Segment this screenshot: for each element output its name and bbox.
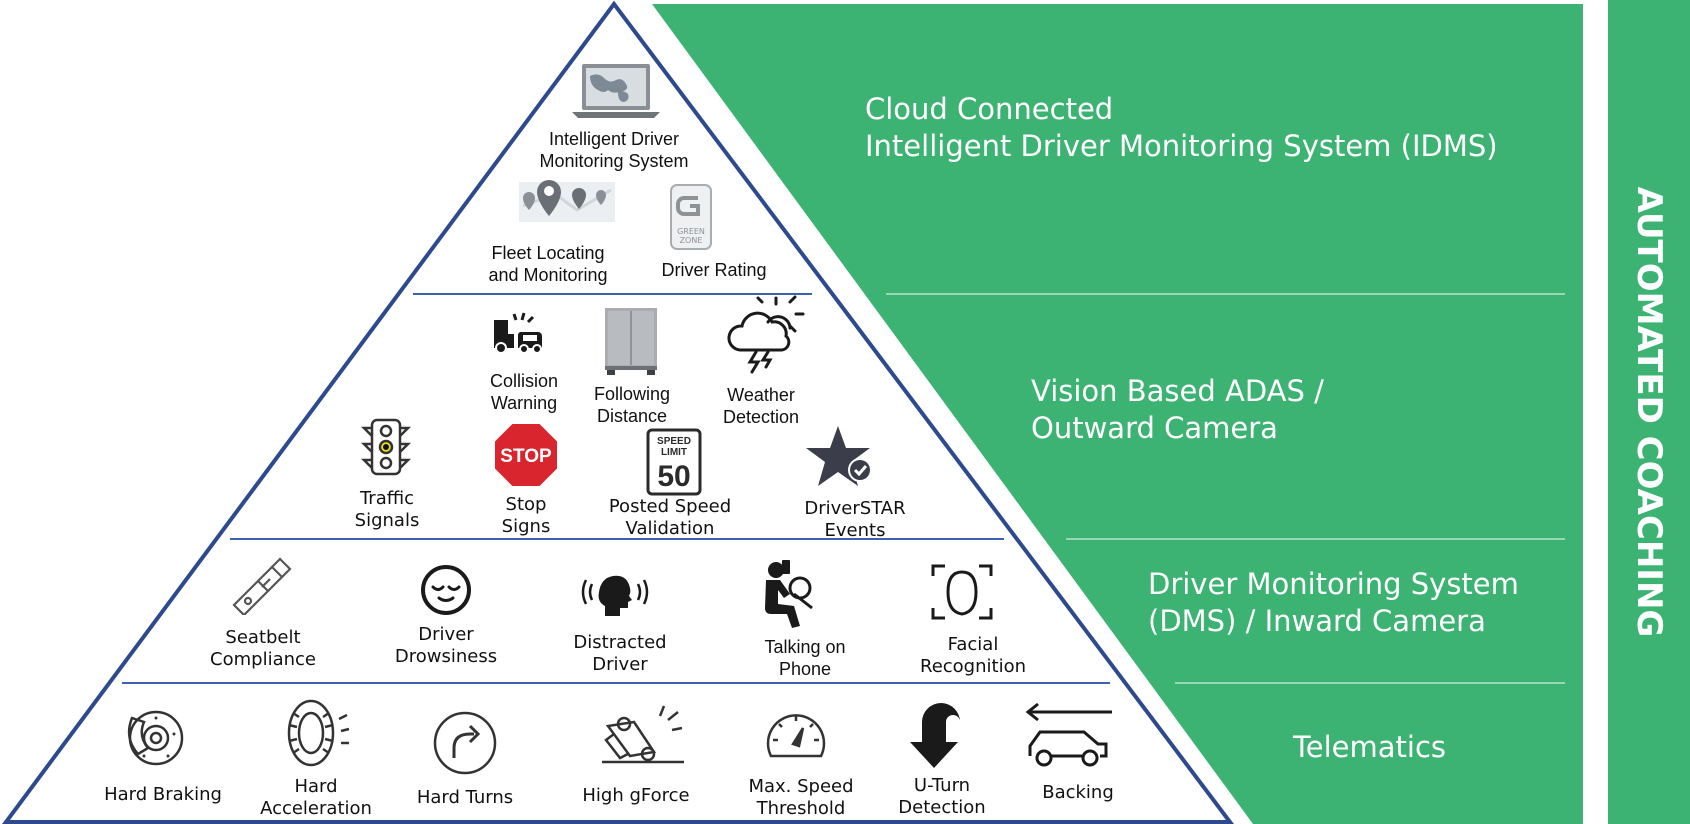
label-high-gforce: High gForce	[582, 785, 690, 806]
laptop-icon	[572, 64, 660, 118]
seatbelt-icon	[232, 557, 292, 615]
map-pin-icon	[519, 180, 615, 222]
label-driver-rating: Driver Rating	[661, 260, 767, 280]
tier-title-adas: Vision Based ADAS / Outward Camera	[1031, 373, 1324, 447]
label-hard-turns: Hard Turns	[416, 787, 514, 808]
turn-arrow-icon	[433, 711, 497, 775]
tier-title-adas-line2: Outward Camera	[1031, 411, 1278, 445]
speedometer-icon	[766, 714, 826, 758]
tier-title-dms-line1: Driver Monitoring System	[1148, 567, 1519, 601]
u-turn-icon	[910, 703, 960, 768]
label-hard-braking: Hard Braking	[104, 784, 222, 805]
label-backing: Backing	[1042, 782, 1114, 803]
stop-sign-icon: STOP	[493, 422, 559, 488]
backing-car-icon	[1025, 702, 1112, 767]
speed-sign-text-3: 50	[657, 460, 690, 493]
automated-coaching-banner	[1608, 0, 1690, 824]
rollover-car-icon	[602, 705, 684, 764]
face-scan-icon	[931, 564, 993, 620]
brake-disc-icon	[127, 710, 184, 766]
green-zone-logo-icon: GREEN ZONE	[670, 184, 712, 250]
green-zone-logo-text-1: GREEN	[677, 227, 705, 236]
truck-rear-icon	[605, 308, 657, 375]
tire-icon	[287, 699, 350, 767]
phone-driver-icon	[765, 560, 813, 628]
tier-title-cloud: Cloud Connected Intelligent Driver Monit…	[865, 91, 1498, 165]
weather-storm-icon	[727, 295, 805, 374]
automated-coaching-label: AUTOMATED COACHING	[1629, 186, 1669, 638]
green-panel	[652, 4, 1583, 824]
pyramid-outline	[2, 0, 1235, 824]
drowsy-face-icon	[421, 565, 471, 615]
speed-sign-text-1: SPEED	[657, 436, 691, 447]
star-check-icon	[806, 426, 872, 486]
tier-title-dms-line2: (DMS) / Inward Camera	[1148, 604, 1486, 638]
tier-title-dms: Driver Monitoring System (DMS) / Inward …	[1148, 566, 1519, 640]
tier-title-adas-line1: Vision Based ADAS /	[1031, 374, 1324, 408]
green-zone-logo-text-2: ZONE	[680, 236, 703, 245]
tier-title-cloud-line2: Intelligent Driver Monitoring System (ID…	[865, 129, 1498, 163]
tier-title-telematics: Telematics	[1293, 730, 1447, 764]
distracted-head-icon	[581, 575, 649, 616]
speed-limit-sign-icon: SPEED LIMIT 50	[646, 428, 702, 496]
stop-sign-text: STOP	[500, 446, 552, 467]
collision-warning-icon	[494, 312, 542, 354]
tier-title-cloud-line1: Cloud Connected	[865, 92, 1114, 126]
speed-sign-text-2: LIMIT	[661, 447, 687, 458]
traffic-light-icon	[360, 418, 412, 476]
